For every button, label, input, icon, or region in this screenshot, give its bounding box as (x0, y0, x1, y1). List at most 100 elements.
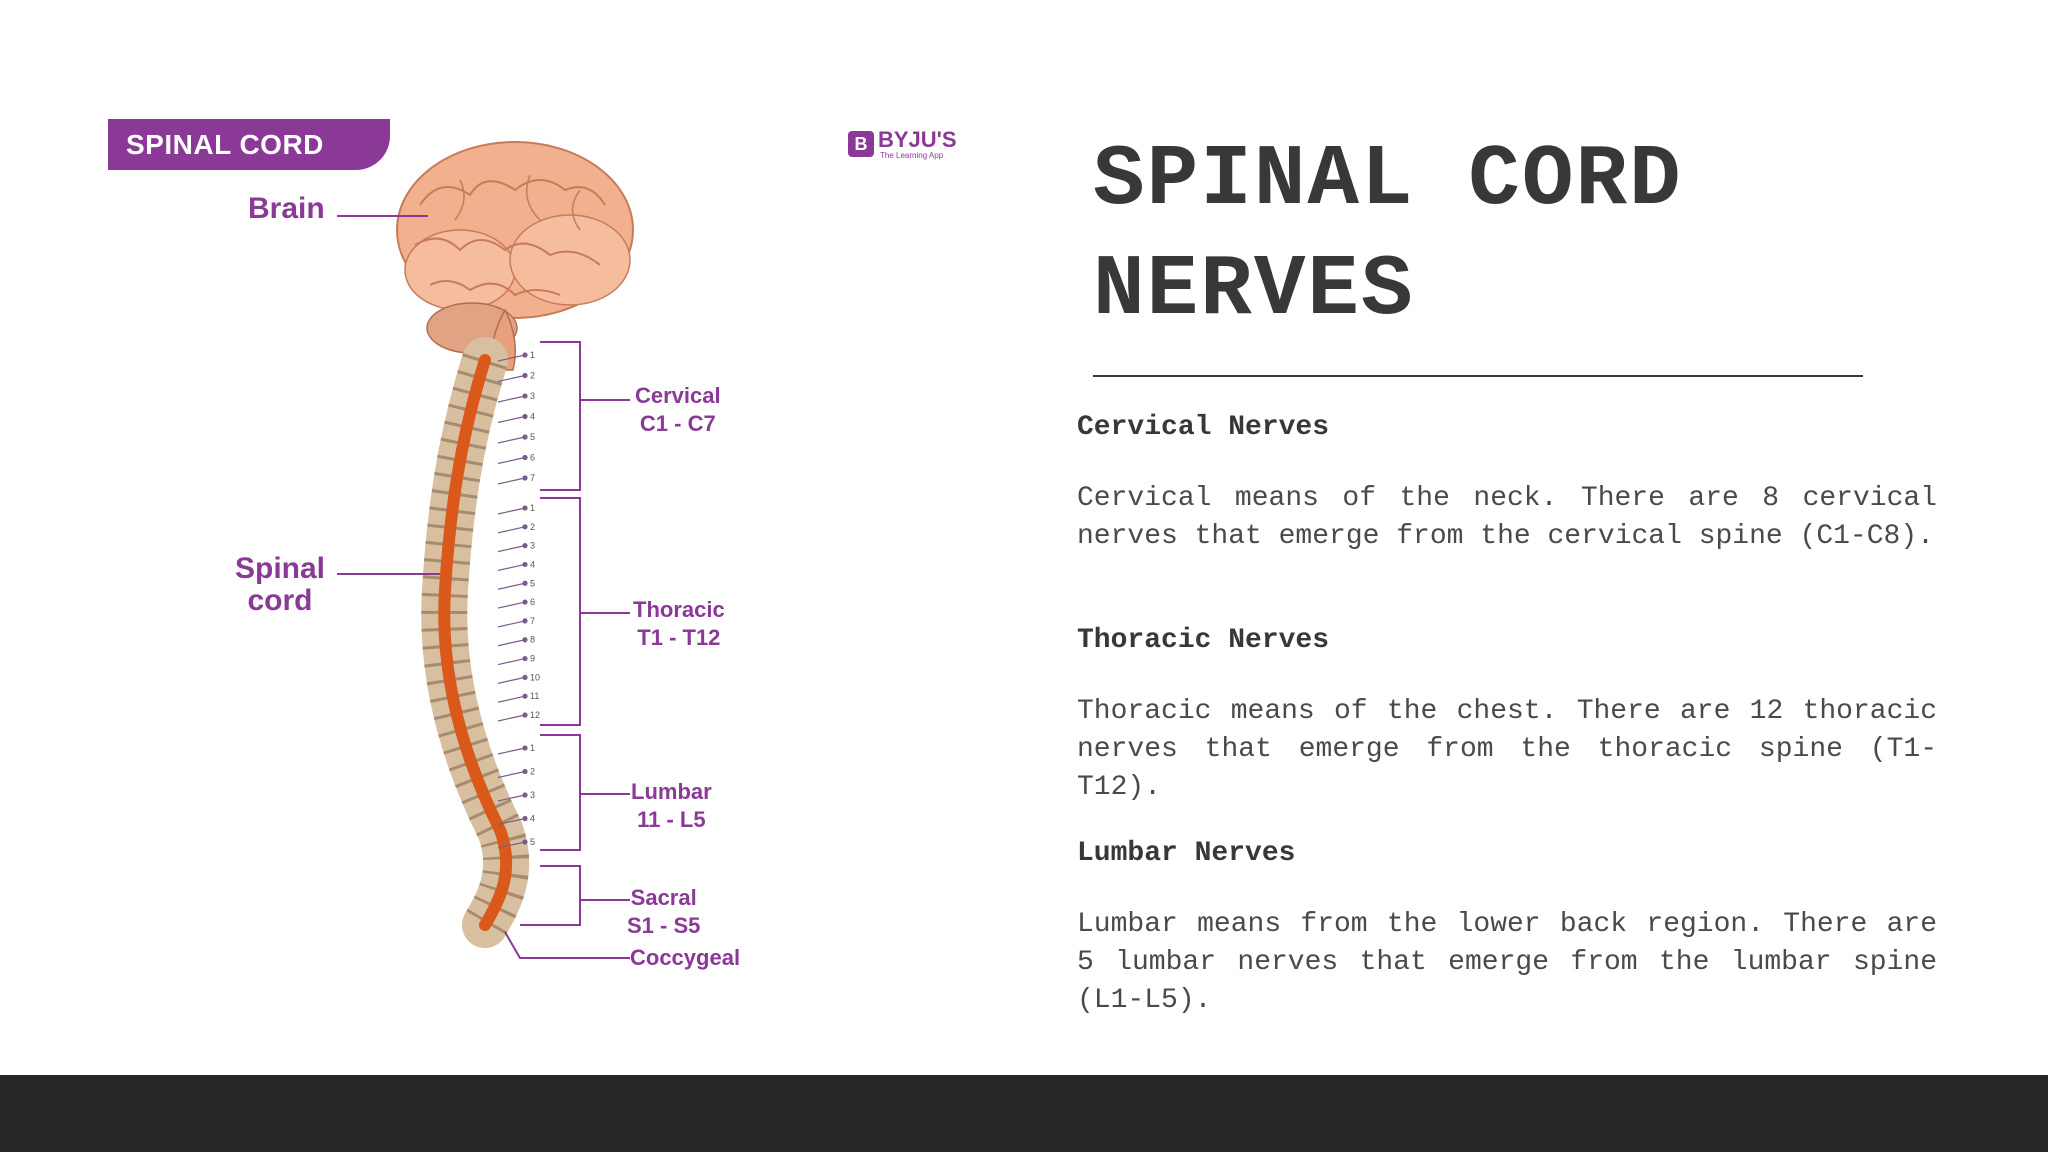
nerve-dot-thoracic-6 (523, 600, 527, 604)
nerve-dot-cervical-7 (523, 476, 527, 480)
nerve-number-thoracic-9: 9 (530, 654, 535, 664)
nerve-dot-cervical-6 (523, 456, 527, 460)
nerve-number-thoracic-5: 5 (530, 578, 535, 588)
label-cervical: Cervical C1 - C7 (635, 382, 721, 438)
nerve-number-cervical-2: 2 (530, 371, 535, 381)
nerve-number-thoracic-6: 6 (530, 597, 535, 607)
label-thoracic: Thoracic T1 - T12 (633, 596, 725, 652)
nerve-tick-cervical-3 (498, 396, 525, 402)
nerve-dot-thoracic-12 (523, 713, 527, 717)
title-line-2: NERVES (1093, 235, 1893, 345)
nerve-dot-thoracic-5 (523, 581, 527, 585)
nerve-dot-thoracic-11 (523, 694, 527, 698)
label-thoracic-name: Thoracic (633, 596, 725, 624)
nerve-tick-thoracic-4 (498, 564, 525, 570)
label-sacral-range: S1 - S5 (627, 912, 700, 940)
section-text-lumbar: Lumbar means from the lower back region.… (1077, 906, 1937, 1020)
spinal-cord-diagram: SPINAL CORD B BYJU'S The Learning App (100, 110, 980, 1010)
title-line-1: SPINAL CORD (1093, 125, 1893, 235)
label-lumbar: Lumbar 11 - L5 (631, 778, 712, 834)
label-cervical-name: Cervical (635, 382, 721, 410)
nerve-number-cervical-7: 7 (530, 473, 535, 483)
nerve-dot-cervical-2 (523, 374, 527, 378)
nerve-tick-thoracic-3 (498, 546, 525, 552)
footer-bar (0, 1075, 2048, 1152)
nerve-dot-cervical-1 (523, 353, 527, 357)
brain-illustration (397, 142, 633, 370)
nerve-dot-thoracic-4 (523, 562, 527, 566)
label-cervical-range: C1 - C7 (635, 410, 721, 438)
nerve-dot-cervical-4 (523, 415, 527, 419)
nerve-tick-cervical-5 (498, 437, 525, 443)
nerve-dot-thoracic-7 (523, 619, 527, 623)
nerve-number-thoracic-1: 1 (530, 503, 535, 513)
nerve-number-lumbar-3: 3 (530, 790, 535, 800)
nerve-number-thoracic-12: 12 (530, 710, 540, 720)
section-text-cervical: Cervical means of the neck. There are 8 … (1077, 480, 1937, 556)
nerve-number-thoracic-11: 11 (530, 691, 539, 701)
nerve-tick-thoracic-2 (498, 527, 525, 533)
label-coccygeal: Coccygeal (630, 944, 740, 972)
nerve-dot-thoracic-2 (523, 525, 527, 529)
nerve-number-cervical-5: 5 (530, 432, 535, 442)
nerve-tick-thoracic-5 (498, 583, 525, 589)
nerve-tick-thoracic-1 (498, 508, 525, 514)
nerve-dot-lumbar-1 (523, 746, 527, 750)
nerve-number-cervical-1: 1 (530, 350, 535, 360)
nerve-dot-thoracic-1 (523, 506, 527, 510)
nerve-tick-thoracic-10 (498, 677, 525, 683)
nerve-tick-thoracic-6 (498, 602, 525, 608)
section-text-thoracic: Thoracic means of the chest. There are 1… (1077, 693, 1937, 807)
nerve-number-thoracic-4: 4 (530, 559, 535, 569)
nerve-number-thoracic-10: 10 (530, 672, 540, 682)
label-spinal-cord-line1: Spinal (235, 553, 325, 585)
nerve-number-thoracic-3: 3 (530, 541, 535, 551)
nerve-number-lumbar-1: 1 (530, 743, 535, 753)
section-heading-lumbar: Lumbar Nerves (1077, 838, 1295, 869)
nerve-tick-thoracic-9 (498, 659, 525, 665)
nerve-number-cervical-3: 3 (530, 391, 535, 401)
page-title: SPINAL CORD NERVES (1093, 125, 1893, 345)
nerve-dot-thoracic-10 (523, 675, 527, 679)
nerve-dot-lumbar-4 (523, 817, 527, 821)
nerve-dot-lumbar-5 (523, 840, 527, 844)
nerve-number-thoracic-8: 8 (530, 635, 535, 645)
label-spinal-cord: Spinal cord (235, 553, 325, 617)
nerve-number-lumbar-5: 5 (530, 837, 535, 847)
nerve-number-thoracic-2: 2 (530, 522, 535, 532)
nerve-dot-thoracic-9 (523, 657, 527, 661)
nerve-dot-cervical-3 (523, 394, 527, 398)
nerve-dot-lumbar-3 (523, 793, 527, 797)
nerve-tick-cervical-7 (498, 478, 525, 484)
nerve-dot-lumbar-2 (523, 770, 527, 774)
nerve-tick-thoracic-7 (498, 621, 525, 627)
nerve-tick-thoracic-8 (498, 640, 525, 646)
label-sacral-name: Sacral (627, 884, 700, 912)
nerve-dot-thoracic-8 (523, 638, 527, 642)
nerve-tick-lumbar-2 (498, 772, 525, 778)
label-spinal-cord-line2: cord (235, 585, 325, 617)
section-heading-thoracic: Thoracic Nerves (1077, 625, 1329, 656)
vertebral-column (444, 360, 506, 925)
nerve-number-cervical-4: 4 (530, 412, 535, 422)
nerve-number-thoracic-7: 7 (530, 616, 535, 626)
nerve-dot-thoracic-3 (523, 544, 527, 548)
nerve-number-cervical-6: 6 (530, 453, 535, 463)
label-sacral: Sacral S1 - S5 (627, 884, 700, 940)
nerve-tick-cervical-4 (498, 417, 525, 423)
label-thoracic-range: T1 - T12 (633, 624, 725, 652)
title-divider (1093, 375, 1863, 377)
label-lumbar-range: 11 - L5 (631, 806, 712, 834)
section-heading-cervical: Cervical Nerves (1077, 412, 1329, 443)
nerve-number-lumbar-2: 2 (530, 767, 535, 777)
label-brain: Brain (248, 193, 325, 225)
nerve-tick-thoracic-12 (498, 715, 525, 721)
nerve-tick-lumbar-1 (498, 748, 525, 754)
slide: SPINAL CORD B BYJU'S The Learning App (0, 0, 2048, 1075)
nerve-tick-cervical-6 (498, 458, 525, 464)
label-lumbar-name: Lumbar (631, 778, 712, 806)
nerve-tick-thoracic-11 (498, 696, 525, 702)
nerve-dot-cervical-5 (523, 435, 527, 439)
nerve-number-lumbar-4: 4 (530, 814, 535, 824)
